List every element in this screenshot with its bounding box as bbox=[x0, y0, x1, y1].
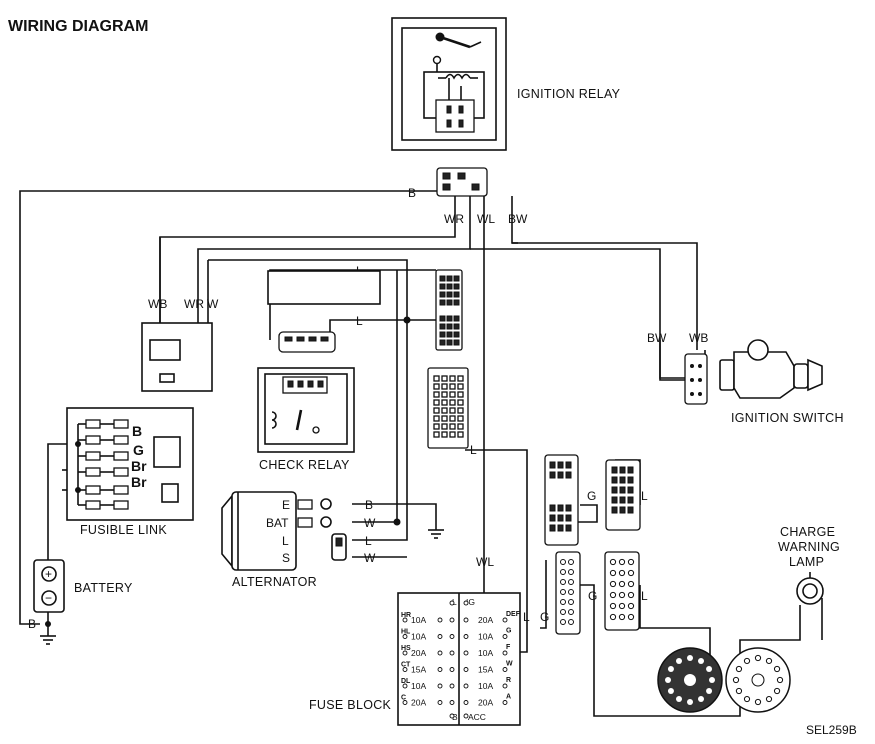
battery-label: BATTERY bbox=[74, 581, 133, 595]
wire-label-l-3: L bbox=[470, 443, 477, 457]
fuse-left-label: C bbox=[401, 695, 406, 702]
wire-label-l-alt: L bbox=[365, 534, 372, 548]
wire-label-l-6: L bbox=[523, 610, 530, 624]
fusible-link-g: G bbox=[133, 442, 144, 458]
ignition-switch: IGNITION SWITCH bbox=[684, 339, 844, 425]
figure-code: SEL259B bbox=[806, 723, 857, 737]
wire-label-wb-right: WB bbox=[689, 331, 708, 345]
wire-label-wr-top: WR bbox=[444, 212, 464, 226]
fuse-left-rating: 10A bbox=[411, 632, 426, 642]
fuse-right-label: A bbox=[506, 694, 511, 701]
alternator-terminal-e: E bbox=[282, 498, 290, 512]
fusible-link-b: B bbox=[132, 423, 142, 439]
middle-connectors bbox=[427, 269, 469, 449]
wire-label-l-4: L bbox=[641, 489, 648, 503]
fusible-link-br-2: Br bbox=[131, 474, 147, 490]
battery: + − BATTERY bbox=[33, 559, 133, 645]
fuse-block-label: FUSE BLOCK bbox=[309, 698, 392, 712]
fuse-block-top-left: L bbox=[452, 597, 457, 607]
check-relay: CHECK RELAY bbox=[257, 270, 381, 472]
round-connectors bbox=[657, 647, 791, 713]
wire-label-wr-left: WR bbox=[184, 297, 204, 311]
fuse-right-rating: 10A bbox=[478, 681, 493, 691]
wire-label-w-alt-2: W bbox=[364, 551, 376, 565]
wire-label-b-top: B bbox=[408, 186, 416, 200]
fusible-link-label: FUSIBLE LINK bbox=[80, 523, 167, 537]
battery-minus: − bbox=[45, 591, 52, 605]
alternator-terminal-s: S bbox=[282, 551, 290, 565]
alternator: E BAT L S ALTERNATOR bbox=[221, 491, 444, 589]
fuse-block-bottom-left: B bbox=[452, 712, 458, 722]
fuse-right-rating: 15A bbox=[478, 665, 493, 675]
fuse-block-top-right: IG bbox=[466, 597, 475, 607]
fuse-right-rating: 20A bbox=[478, 698, 493, 708]
wire-label-bw-right: BW bbox=[647, 331, 667, 345]
fuse-right-label: F bbox=[506, 644, 511, 651]
fuse-left-label: HS bbox=[401, 645, 411, 652]
wire-label-g-2: G bbox=[588, 589, 597, 603]
wire-label-l-5: L bbox=[641, 589, 648, 603]
ignition-relay-label: IGNITION RELAY bbox=[517, 87, 621, 101]
fusible-link: B G Br Br FUSIBLE LINK bbox=[66, 407, 194, 537]
wire-label-b-alt: B bbox=[365, 498, 373, 512]
fuse-right-rating: 20A bbox=[478, 615, 493, 625]
fusible-link-br-1: Br bbox=[131, 458, 147, 474]
fuse-right-label: G bbox=[506, 628, 512, 635]
fuse-left-rating: 20A bbox=[411, 648, 426, 658]
relay-connector bbox=[436, 167, 488, 197]
fuse-left-label: CT bbox=[401, 662, 411, 669]
charge-lamp-label-2: WARNING bbox=[778, 540, 840, 554]
battery-plus: + bbox=[45, 567, 52, 581]
fuse-left-label: HL bbox=[401, 629, 411, 636]
wire-label-wl-bottom: WL bbox=[476, 555, 494, 569]
wire-label-bw-top: BW bbox=[508, 212, 528, 226]
fuse-left-rating: 10A bbox=[411, 615, 426, 625]
wire-label-w-left: W bbox=[207, 297, 219, 311]
fuse-block-bottom-right: ACC bbox=[468, 712, 486, 722]
charge-lamp-label-3: LAMP bbox=[789, 555, 824, 569]
wire-label-l-2: L bbox=[356, 314, 363, 328]
fuse-right-rating: 10A bbox=[478, 648, 493, 658]
fuse-right-label: R bbox=[506, 677, 511, 684]
fuse-left-rating: 10A bbox=[411, 681, 426, 691]
wire-label-wl-top: WL bbox=[477, 212, 495, 226]
fuse-right-label: W bbox=[506, 661, 513, 668]
ignition-relay: IGNITION RELAY bbox=[391, 17, 621, 151]
right-connectors bbox=[544, 454, 641, 635]
fuse-right-label: DEF bbox=[506, 611, 521, 618]
wb-relay-block bbox=[141, 322, 213, 392]
fuse-left-rating: 20A bbox=[411, 698, 426, 708]
fuse-right-rating: 10A bbox=[478, 632, 493, 642]
alternator-terminal-bat: BAT bbox=[266, 516, 289, 530]
ignition-switch-label: IGNITION SWITCH bbox=[731, 411, 844, 425]
wire-label-g-3: G bbox=[540, 610, 549, 624]
diagram-title: WIRING DIAGRAM bbox=[8, 18, 148, 35]
charge-lamp-label-1: CHARGE bbox=[780, 525, 835, 539]
wire-label-w-alt: W bbox=[364, 516, 376, 530]
check-relay-label: CHECK RELAY bbox=[259, 458, 350, 472]
fuse-left-label: HR bbox=[401, 612, 411, 619]
wire-label-wb-left: WB bbox=[148, 297, 167, 311]
charge-warning-lamp: CHARGE WARNING LAMP bbox=[778, 525, 840, 640]
alternator-terminal-l: L bbox=[282, 534, 289, 548]
wire-label-g-1: G bbox=[587, 489, 596, 503]
fuse-left-rating: 15A bbox=[411, 665, 426, 675]
alternator-label: ALTERNATOR bbox=[232, 575, 317, 589]
fuse-left-label: DL bbox=[401, 678, 411, 685]
wire-label-b-battery: B bbox=[28, 617, 36, 631]
